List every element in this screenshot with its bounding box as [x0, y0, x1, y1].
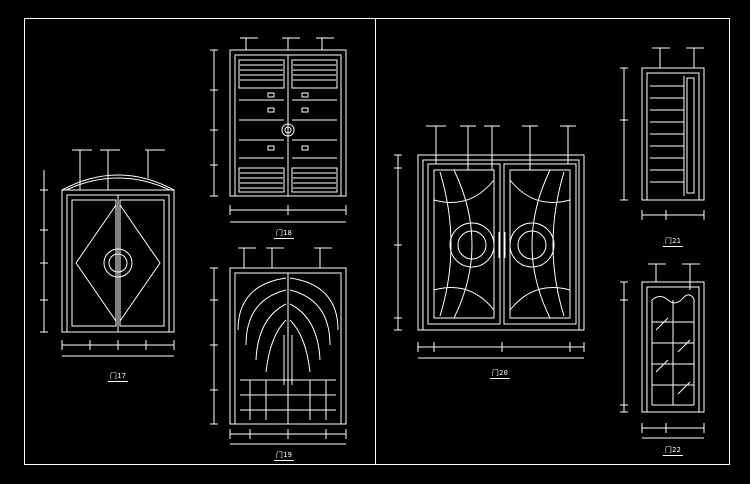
- door-18-drawing: [210, 37, 347, 223]
- door-19-drawing: [210, 247, 347, 445]
- sheet-border: [24, 18, 730, 465]
- drawing-label-door-17: 门17: [107, 372, 129, 382]
- door-22-drawing: [620, 263, 705, 439]
- drawing-label-door-22: 门22: [662, 446, 684, 456]
- drawing-label-door-19: 门19: [273, 451, 295, 461]
- door-17-drawing: [40, 149, 175, 357]
- door-21-drawing: [620, 47, 705, 220]
- drawing-label-door-18: 门18: [273, 229, 295, 239]
- drawing-label-door-21: 门21: [662, 237, 684, 247]
- door-20-drawing: [394, 125, 585, 359]
- drawing-label-door-20: 门20: [489, 369, 511, 379]
